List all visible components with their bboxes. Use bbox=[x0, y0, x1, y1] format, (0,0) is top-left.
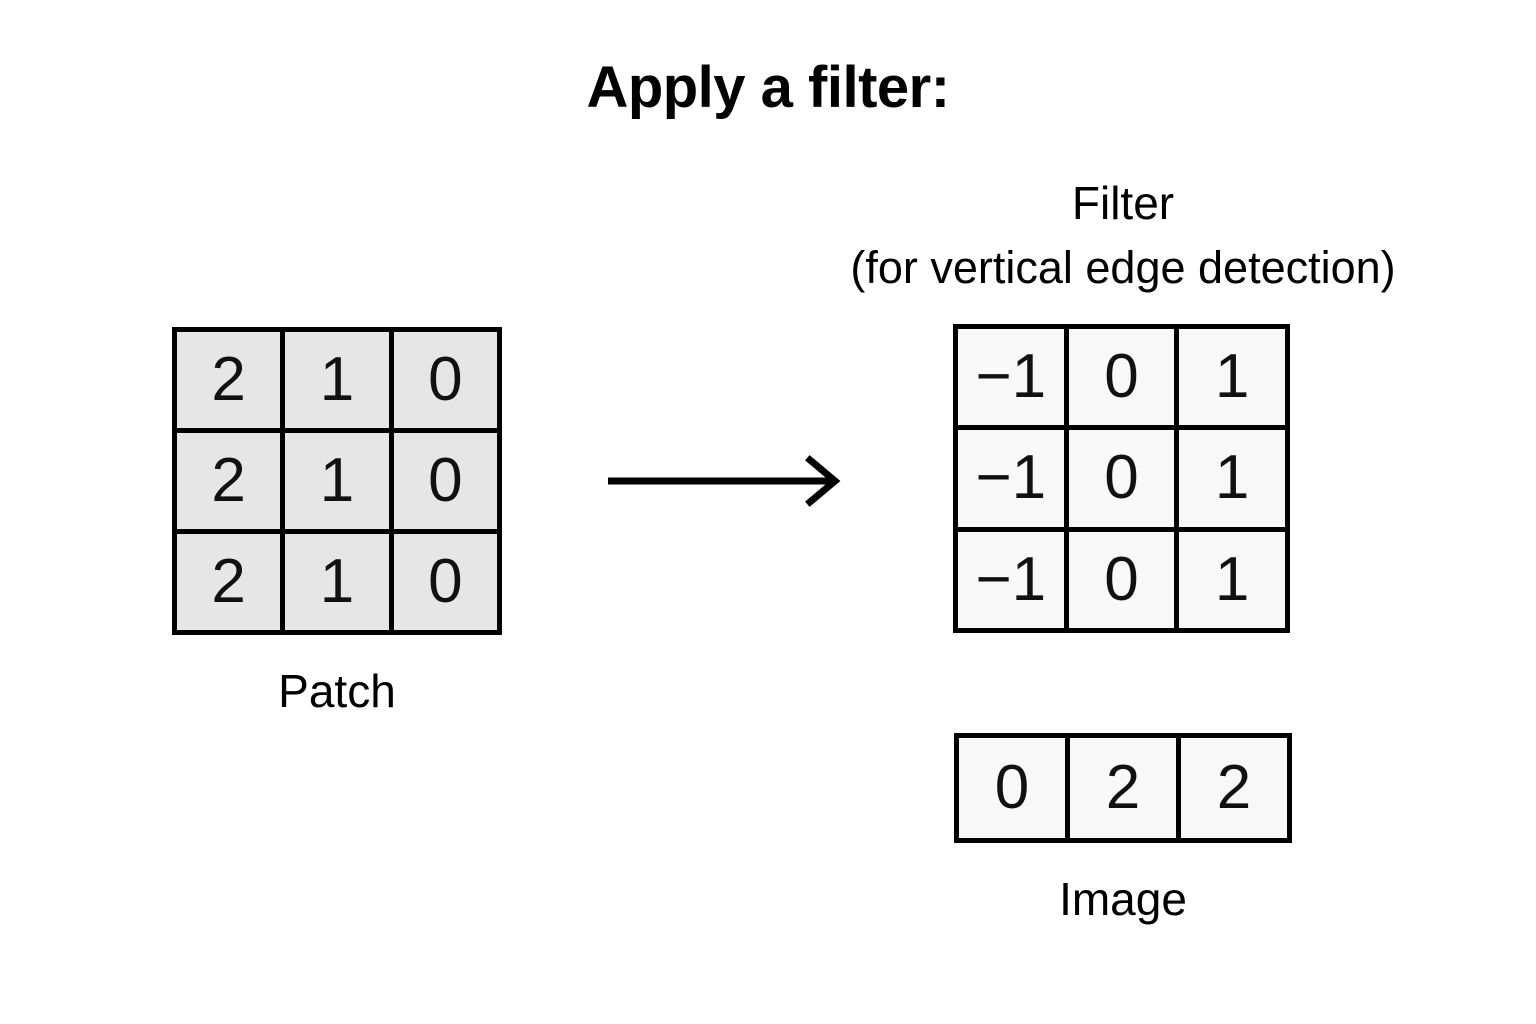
filter-cell: 0 bbox=[1068, 430, 1175, 527]
filter-cell: −1 bbox=[958, 430, 1064, 527]
patch-cell: 2 bbox=[177, 433, 281, 529]
filter-heading: Filter bbox=[1071, 177, 1175, 229]
filter-matrix: −1 0 1 −1 0 1 −1 0 1 bbox=[953, 324, 1290, 633]
filter-cell: 0 bbox=[1068, 329, 1175, 426]
filter-cell: 1 bbox=[1179, 430, 1285, 527]
patch-cell: 2 bbox=[177, 534, 281, 630]
filter-cell: −1 bbox=[958, 329, 1064, 426]
filter-cell: −1 bbox=[958, 531, 1064, 628]
image-cell: 2 bbox=[1181, 738, 1287, 838]
patch-cell: 1 bbox=[285, 534, 389, 630]
page-title: Apply a filter: bbox=[586, 55, 950, 120]
filter-cell: 1 bbox=[1179, 329, 1285, 426]
patch-cell: 1 bbox=[285, 433, 389, 529]
arrow-right-icon bbox=[600, 452, 850, 512]
patch-cell: 0 bbox=[393, 332, 497, 428]
image-caption: Image bbox=[1059, 873, 1187, 925]
patch-matrix: 2 1 0 2 1 0 2 1 0 bbox=[172, 327, 502, 635]
patch-caption: Patch bbox=[278, 665, 396, 717]
patch-cell: 1 bbox=[285, 332, 389, 428]
patch-cell: 2 bbox=[177, 332, 281, 428]
image-cell: 0 bbox=[959, 738, 1065, 838]
patch-cell: 0 bbox=[393, 534, 497, 630]
image-matrix: 0 2 2 bbox=[954, 733, 1292, 843]
filter-subheading: (for vertical edge detection) bbox=[850, 242, 1396, 293]
filter-cell: 1 bbox=[1179, 531, 1285, 628]
image-cell: 2 bbox=[1070, 738, 1176, 838]
patch-cell: 0 bbox=[393, 433, 497, 529]
filter-cell: 0 bbox=[1068, 531, 1175, 628]
